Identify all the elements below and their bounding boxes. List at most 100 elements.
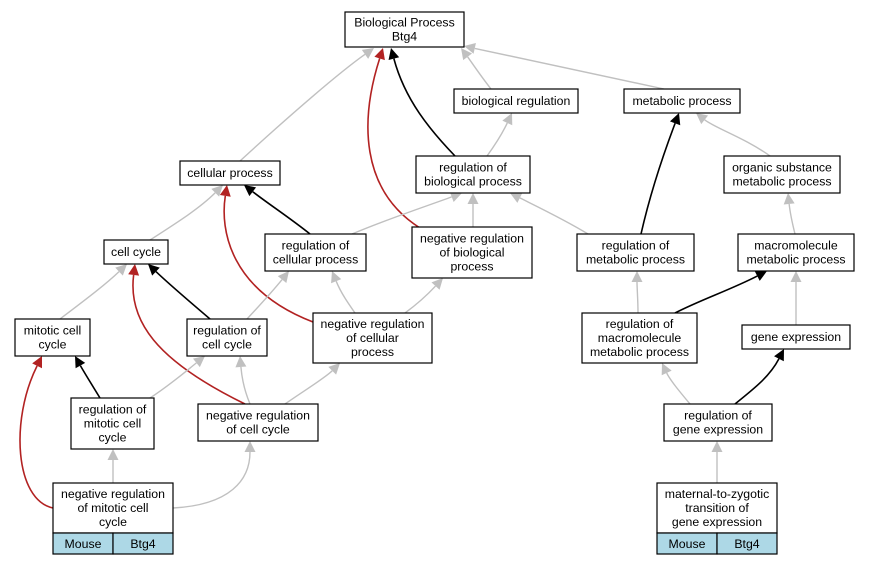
edge-negregmitotic-to-mitotic [19,356,54,509]
arrowhead-icon [388,48,400,61]
node-label: biological process [424,175,522,189]
node-label: macromolecule [598,331,682,345]
arrowhead-icon [211,185,223,197]
arrowhead-icon [774,349,784,362]
node-label: mitotic cell [24,324,81,338]
edge-line [223,195,314,323]
edge-line [519,197,589,235]
arrowhead-icon [790,271,802,282]
species-label: Mouse [65,537,102,551]
node-label: Biological Process [354,16,454,30]
node-box [411,226,533,279]
edge-regmacro-to-macromet [674,271,767,314]
edge-line [19,365,54,509]
node-box [179,160,281,186]
node-metab[interactable]: metabolic process [623,88,741,114]
node-label: negative regulation [420,232,524,246]
node-box [737,233,855,272]
edge-regmacro-to-regmetab [631,271,643,314]
arrowhead-icon [244,441,256,452]
edge-mzt-to-reggene [711,441,723,484]
node-cellcycle[interactable]: cell cycle [103,239,169,265]
edge-regcc-to-regcell [246,271,289,320]
node-box [741,324,851,350]
node-label: organic substance [732,161,832,175]
node-label: Btg4 [392,30,417,44]
node-label: of mitotic cell [77,501,148,515]
node-box [723,155,841,194]
node-cellproc[interactable]: cellular process [179,160,281,186]
arrowhead-icon [711,441,723,452]
node-label: transition of [685,501,749,515]
node-bioreg[interactable]: biological regulation [453,88,579,114]
node-label: negative regulation [206,409,310,423]
edge-line [79,365,101,399]
node-box [264,233,367,272]
edge-line [335,280,356,314]
node-box [415,155,531,194]
node-label: process [351,345,394,359]
node-label: gene expression [673,423,763,437]
edge-regmetab-to-metab [640,113,681,235]
node-label: metabolic process [590,345,689,359]
edge-negregbio-to-bp [367,48,421,229]
arrowhead-icon [219,185,231,197]
node-box [623,88,741,114]
edge-reggene-to-regmacro [661,363,691,405]
arrowhead-icon [192,356,205,368]
node-label: gene expression [751,330,841,344]
edge-line [640,123,676,235]
arrowhead-icon [461,48,472,61]
edge-line [149,362,197,399]
edge-line [59,271,120,320]
arrowhead-icon [449,191,462,203]
edge-orgsub-to-metab [696,113,771,157]
edge-line [704,119,771,157]
edge-line [788,203,796,235]
edge-regcell-to-regbio [351,191,462,235]
node-label: regulation of [602,239,670,253]
arrowhead-icon [631,271,643,282]
node-label: metabolic process [586,253,685,267]
node-box [103,239,169,265]
edge-negregcc-to-negregcell [284,363,340,405]
edge-negregmitotic-to-negregcc [172,441,256,509]
node-geneexp[interactable]: gene expression [741,324,851,350]
node-label: cellular process [187,166,272,180]
edge-line [246,279,283,320]
node-label: mitotic cell [84,417,141,431]
node-box [52,482,174,534]
edge-line [132,274,246,405]
edge-line [155,271,211,320]
node-box [70,397,155,450]
node-label: cell cycle [202,338,252,352]
arrowhead-icon [502,113,513,126]
edge-cellcycle-to-cellproc [149,185,223,241]
node-box [186,318,268,357]
arrowhead-icon [754,271,767,281]
edge-negregcell-to-regcell [331,271,356,314]
node-label: cell cycle [111,245,161,259]
arrowhead-icon [464,43,476,54]
node-label: regulation of [79,403,147,417]
node-box [663,403,773,442]
edge-regbio-to-bp [388,48,456,157]
arrowhead-icon [235,356,247,368]
